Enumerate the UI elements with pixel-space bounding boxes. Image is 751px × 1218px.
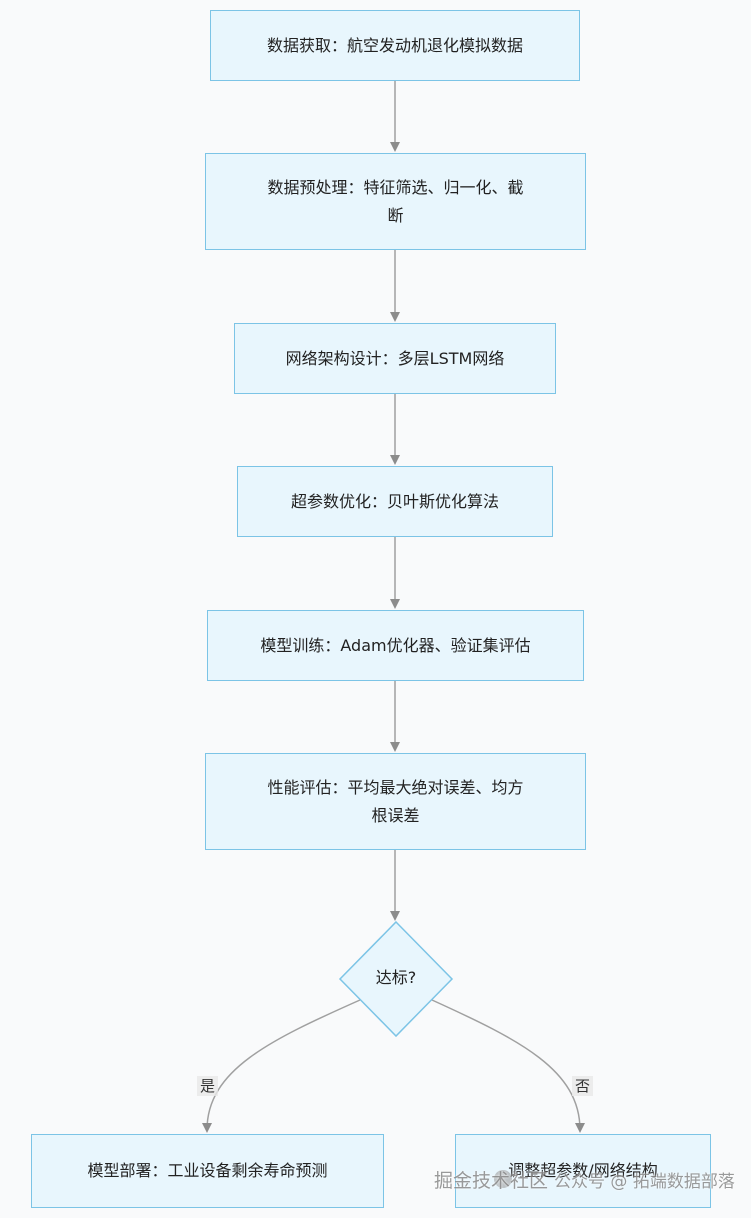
node-preprocessing: 数据预处理：特征筛选、归一化、截 断 (205, 153, 586, 250)
watermark-platform: 掘金技术社区 (434, 1170, 549, 1192)
edge-label-yes: 是 (197, 1076, 219, 1096)
wechat-icon (494, 1170, 512, 1188)
decision-text: 达标? (375, 968, 417, 987)
node-architecture: 网络架构设计：多层LSTM网络 (234, 323, 556, 394)
node-adjust-text: 调整超参数/网络结构 (508, 1161, 658, 1180)
node-evaluation-line1: 性能评估：平均最大绝对误差、均方 (267, 777, 524, 797)
node-training: 模型训练：Adam优化器、验证集评估 (207, 610, 584, 681)
watermark-account: 公众号 @ 拓端数据部落 (554, 1172, 735, 1192)
watermark: 掘金技术社区公众号 @ 拓端数据部落 (434, 1166, 735, 1193)
node-architecture-text: 网络架构设计：多层LSTM网络 (285, 348, 505, 368)
node-preprocessing-line2: 断 (387, 205, 404, 225)
node-data-acquisition: 数据获取：航空发动机退化模拟数据 (210, 10, 580, 81)
edge-decision-no (431, 999, 585, 1133)
edge-label-no: 否 (572, 1076, 594, 1096)
node-data-acquisition-text: 数据获取：航空发动机退化模拟数据 (266, 35, 523, 55)
node-preprocessing-line1: 数据预处理：特征筛选、归一化、截 (267, 177, 524, 197)
node-evaluation-line2: 根误差 (371, 805, 420, 825)
node-deploy: 模型部署：工业设备剩余寿命预测 (31, 1134, 384, 1208)
node-deploy-text: 模型部署：工业设备剩余寿命预测 (87, 1161, 328, 1180)
node-hyperparameter: 超参数优化：贝叶斯优化算法 (237, 466, 553, 537)
node-training-text: 模型训练：Adam优化器、验证集评估 (260, 635, 531, 655)
decision-diamond (338, 920, 454, 1038)
edge-decision-yes (202, 999, 361, 1133)
node-evaluation: 性能评估：平均最大绝对误差、均方 根误差 (205, 753, 586, 850)
node-hyperparameter-text: 超参数优化：贝叶斯优化算法 (290, 491, 499, 511)
